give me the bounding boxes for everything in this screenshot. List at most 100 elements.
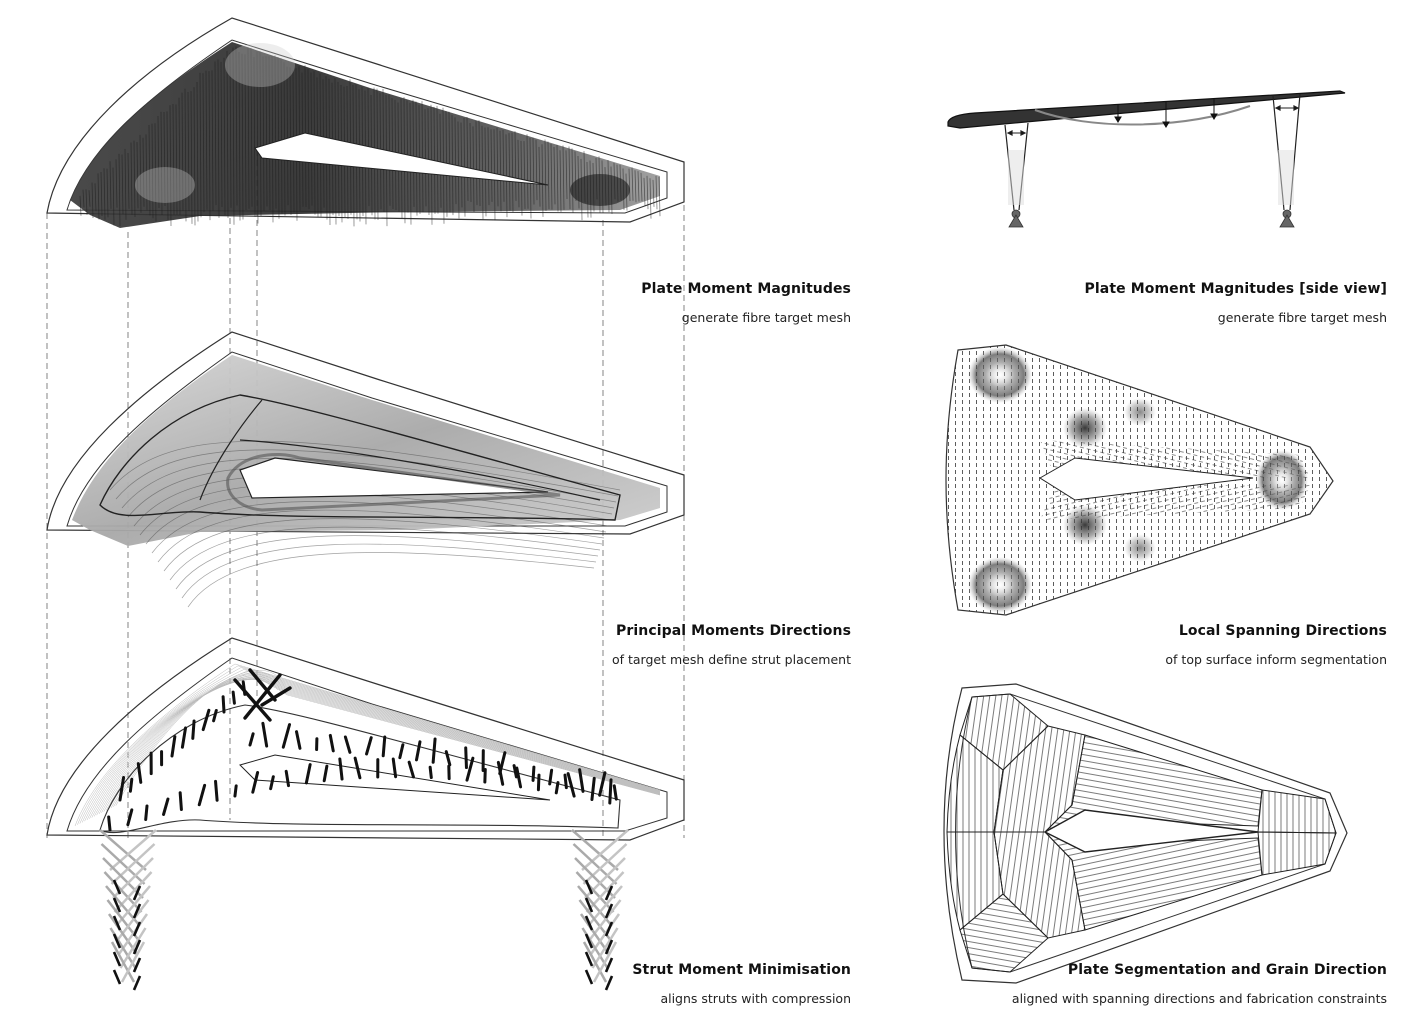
strut-marker	[197, 783, 207, 807]
lattice-bar	[604, 939, 614, 955]
strut-marker	[260, 686, 292, 707]
principal-moments-plan	[46, 331, 685, 608]
moment-ring	[1256, 450, 1308, 510]
column-glow-right	[1278, 150, 1294, 205]
hatch-stroke	[532, 137, 535, 205]
caption-plate-moment-side: Plate Moment Magnitudes [side view] gene…	[1085, 281, 1387, 325]
strut-marker	[343, 735, 352, 754]
hatch-stroke	[475, 121, 478, 206]
strut-marker	[107, 815, 112, 832]
strut-marker	[304, 763, 312, 785]
plate-segment	[1257, 831, 1337, 876]
strut-marker	[515, 766, 523, 789]
hatch-stroke	[274, 55, 277, 209]
hatch-stroke	[526, 134, 529, 209]
hatch-stroke	[256, 51, 259, 224]
hatch-stroke	[199, 72, 202, 218]
hatch-stroke	[466, 116, 469, 201]
hatch-stroke	[553, 147, 556, 205]
hatch-stroke	[169, 105, 172, 227]
moment-ring	[968, 557, 1032, 613]
strut-marker	[178, 791, 183, 811]
caption-plate-moment: Plate Moment Magnitudes generate fibre t…	[641, 281, 851, 325]
strut-marker	[180, 726, 188, 749]
strut-path-region	[99, 704, 621, 834]
contour-line	[157, 509, 605, 563]
hatch-stroke	[469, 123, 472, 202]
hatch-stroke	[253, 57, 256, 217]
hatch-stroke	[571, 148, 574, 213]
contour-line	[169, 526, 601, 581]
hatch-stroke	[529, 137, 532, 219]
hatch-stroke	[205, 70, 208, 210]
caption-local-spanning: Local Spanning Directions of top surface…	[1165, 623, 1387, 667]
contour-line	[187, 552, 595, 608]
hatch-stroke	[244, 54, 247, 211]
strut-marker	[353, 756, 362, 780]
strut-marker	[128, 777, 134, 793]
hatch-stroke	[634, 170, 637, 203]
support-lattice-left	[99, 829, 157, 991]
strut-marker	[170, 735, 177, 758]
plate-segmentation-plan	[943, 683, 1348, 984]
strut-marker	[126, 808, 134, 827]
hatch-stroke	[280, 58, 283, 214]
hatch-stroke	[82, 189, 85, 208]
contour-line	[109, 440, 621, 491]
hatch-stroke	[511, 132, 514, 213]
hatch-stroke	[136, 142, 139, 209]
strut-marker	[608, 778, 613, 805]
hatch-stroke	[130, 142, 133, 215]
lattice-bar	[110, 941, 136, 983]
hatch-stroke	[121, 154, 124, 215]
hatch-stroke	[196, 81, 199, 222]
hatch-stroke	[97, 173, 100, 220]
strut-marker	[590, 776, 596, 801]
strut-marker	[191, 719, 196, 740]
caption-strut-moment: Strut Moment Minimisation aligns struts …	[632, 962, 851, 1006]
strut-marker	[444, 750, 452, 767]
hatch-stroke	[646, 175, 649, 210]
caption-subtitle: generate fibre target mesh	[1217, 310, 1387, 325]
strut-path-region	[199, 399, 601, 501]
caption-subtitle: aligns struts with compression	[660, 991, 851, 1006]
hatch-stroke	[424, 109, 427, 207]
caption-title: Plate Moment Magnitudes	[641, 281, 851, 297]
column-glow-left	[1008, 150, 1024, 205]
hatch-stroke	[109, 161, 112, 209]
spanning-opening	[1039, 457, 1254, 501]
hatch-stroke	[184, 88, 187, 222]
hatch-stroke	[421, 101, 424, 213]
strut-marker	[612, 784, 618, 801]
lattice-bar	[132, 957, 142, 973]
hatch-stroke	[145, 134, 148, 211]
hatch-stroke	[217, 59, 220, 218]
lattice-bar	[100, 843, 146, 885]
strut-marker	[214, 779, 219, 802]
lattice-bar	[575, 871, 615, 913]
hatch-stroke	[178, 97, 181, 215]
lattice-bar	[581, 829, 629, 871]
hatch-stroke	[655, 175, 658, 210]
hatch-stroke	[127, 153, 130, 209]
lattice-bar	[132, 903, 142, 919]
hatch-stroke	[265, 56, 268, 207]
lattice-bar	[582, 941, 608, 983]
hatch-stroke	[388, 94, 391, 206]
lattice-bar	[120, 941, 146, 983]
hatch-stroke	[259, 51, 262, 216]
plate-inner-outline	[66, 657, 668, 832]
strut-marker	[248, 732, 255, 747]
caption-principal-moments: Principal Moments Directions of target m…	[612, 623, 851, 667]
strut-marker	[269, 775, 275, 791]
strut-marker	[431, 737, 437, 764]
lattice-bar	[592, 941, 618, 983]
hatch-stroke	[247, 47, 250, 209]
opening-rim	[226, 452, 561, 512]
caption-title: Strut Moment Minimisation	[632, 962, 851, 978]
hatch-stroke	[277, 57, 280, 219]
lattice-bar	[112, 897, 122, 913]
plate-outline	[46, 17, 685, 223]
lattice-bar	[584, 879, 594, 895]
strut-marker	[248, 668, 277, 702]
